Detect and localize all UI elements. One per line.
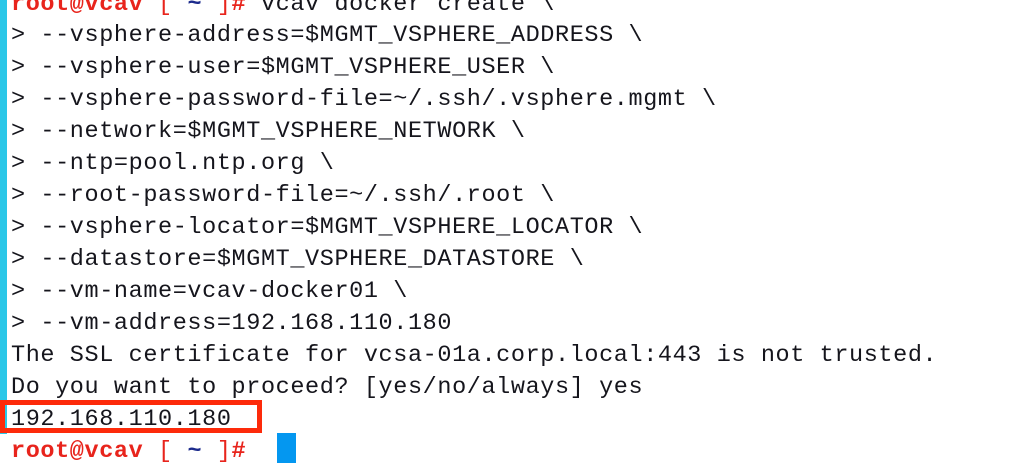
ip-address-highlight-box [0,400,262,433]
continuation-prompt: > [11,54,26,81]
terminal-line-continuation: > --vsphere-address=$MGMT_VSPHERE_ADDRES… [0,20,1023,52]
continuation-text: --root-password-file=~/.ssh/.root \ [40,182,555,209]
terminal-line-continuation: > --vsphere-locator=$MGMT_VSPHERE_LOCATO… [0,212,1023,244]
terminal-line-continuation: > --vm-address=192.168.110.180 [0,308,1023,340]
terminal-left-gutter [0,0,7,434]
continuation-text: --vsphere-address=$MGMT_VSPHERE_ADDRESS … [40,22,644,49]
terminal-line-continuation: > --ntp=pool.ntp.org \ [0,148,1023,180]
continuation-text: --vm-name=vcav-docker01 \ [40,278,408,305]
continuation-text: --ntp=pool.ntp.org \ [40,150,335,177]
continuation-prompt: > [11,310,26,337]
prompt-bracket-open: [ [158,0,173,18]
continuation-prompt: > [11,86,26,113]
terminal-line-ssl-warning: The SSL certificate for vcsa-01a.corp.lo… [11,342,938,369]
prompt-sigil: # [231,0,247,18]
terminal-line-continuation: > --network=$MGMT_VSPHERE_NETWORK \ [0,116,1023,148]
continuation-text: --network=$MGMT_VSPHERE_NETWORK \ [40,118,526,145]
prompt-user-host: root@vcav [11,0,144,18]
prompt-path: ~ [187,438,203,465]
continuation-prompt: > [11,118,26,145]
continuation-prompt: > [11,182,26,209]
prompt-bracket-open: [ [158,438,173,465]
continuation-prompt: > [11,278,26,305]
terminal-line-continuation: > --vsphere-user=$MGMT_VSPHERE_USER \ [0,52,1023,84]
prompt-bracket-close: ] [216,0,232,18]
continuation-text: --vsphere-password-file=~/.ssh/.vsphere.… [40,86,717,113]
prompt-path: ~ [187,0,203,18]
continuation-text: --vsphere-user=$MGMT_VSPHERE_USER \ [40,54,555,81]
command-text: vcav docker create \ [260,0,555,18]
prompt-user-host: root@vcav [11,438,144,465]
continuation-text: --datastore=$MGMT_VSPHERE_DATASTORE \ [40,246,585,273]
continuation-text: --vsphere-locator=$MGMT_VSPHERE_LOCATOR … [40,214,644,241]
terminal-line-continuation: > --vsphere-password-file=~/.ssh/.vspher… [0,84,1023,116]
terminal-line-trailing-prompt: root@vcav [ ~ ]# [0,436,1023,468]
continuation-prompt: > [11,150,26,177]
terminal-line-continuation: > --datastore=$MGMT_VSPHERE_DATASTORE \ [0,244,1023,276]
terminal-line-continuation: > --vm-name=vcav-docker01 \ [0,276,1023,308]
continuation-prompt: > [11,246,26,273]
prompt-bracket-close: ] [216,438,232,465]
text-cursor [277,433,296,463]
prompt-sigil: # [231,438,247,465]
continuation-text: --vm-address=192.168.110.180 [40,310,453,337]
continuation-prompt: > [11,22,26,49]
terminal-line-confirm-question: Do you want to proceed? [yes/no/always] … [11,374,644,401]
terminal-line-prompt-command: root@vcav [ ~ ]# vcav docker create \ [0,0,1023,20]
terminal-line-continuation: > --root-password-file=~/.ssh/.root \ [0,180,1023,212]
continuation-prompt: > [11,214,26,241]
